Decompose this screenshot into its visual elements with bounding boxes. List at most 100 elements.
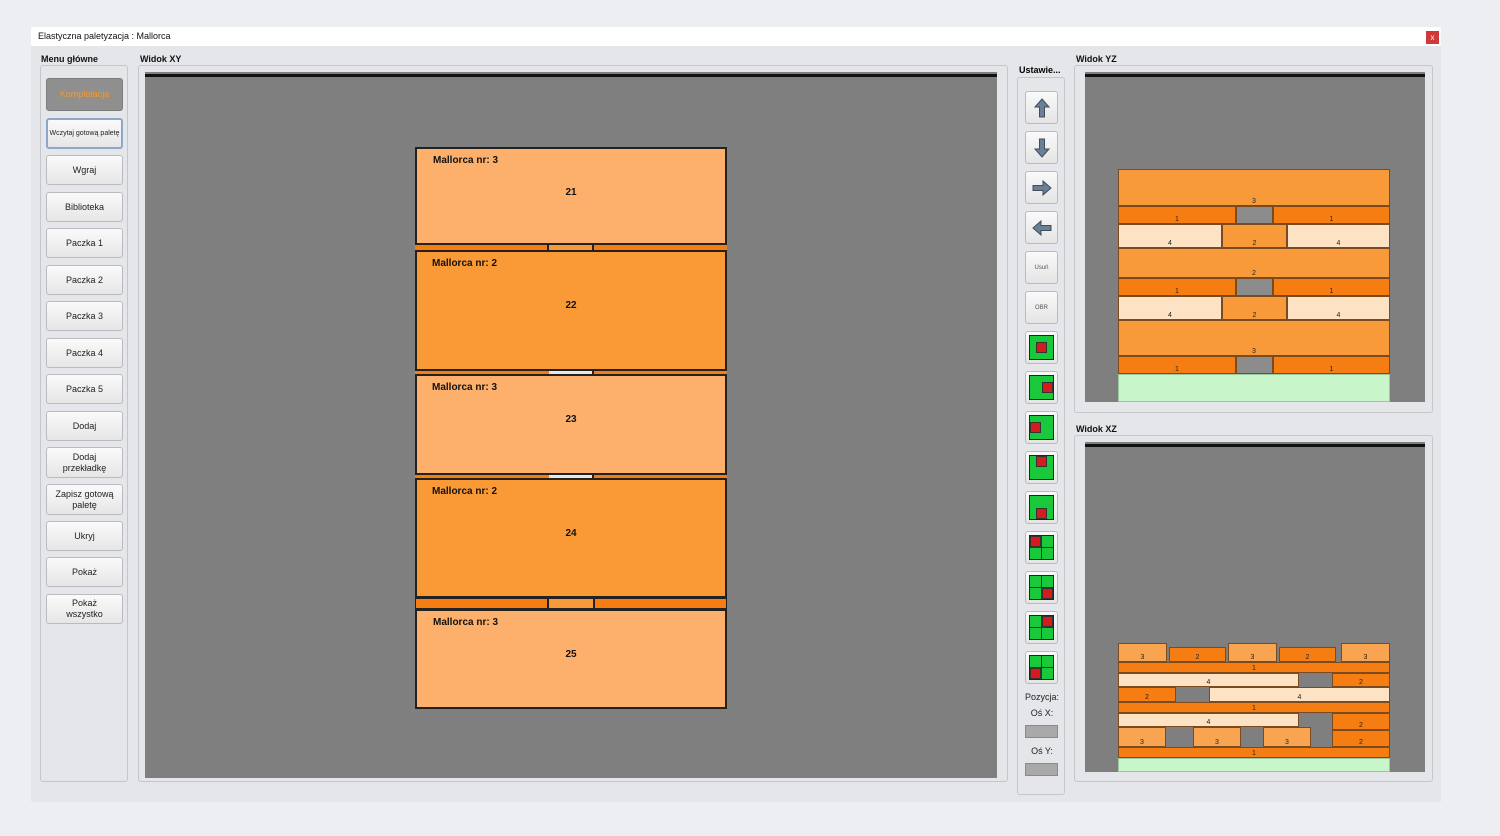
xz-block: 1 (1118, 662, 1390, 673)
yz-block: 1 (1118, 356, 1236, 374)
axis-y-label: Oś Y: (1031, 746, 1053, 756)
canvas-top-edge (145, 74, 997, 77)
xz-block: 4 (1118, 673, 1299, 687)
hide-button[interactable]: Ukryj (46, 521, 123, 551)
yz-block: 1 (1118, 206, 1236, 224)
package-row-22[interactable]: Mallorca nr: 2 22 (415, 250, 727, 371)
library-button[interactable]: Biblioteka (46, 192, 123, 222)
window-title: Elastyczna paletyzacja : Mallorca (38, 31, 171, 41)
show-all-button[interactable]: Pokaż wszystko (46, 594, 123, 624)
yz-block: 1 (1273, 278, 1390, 296)
yz-gap (1236, 206, 1273, 224)
package-number: 22 (565, 300, 577, 311)
show-button[interactable]: Pokaż (46, 557, 123, 587)
yz-block: 4 (1287, 296, 1390, 320)
add-button[interactable]: Dodaj (46, 411, 123, 441)
align-right-button[interactable] (1025, 371, 1058, 404)
package-name: Mallorca nr: 3 (433, 617, 499, 628)
axis-x-label: Oś X: (1030, 708, 1054, 718)
xz-block: 3 (1228, 643, 1277, 662)
package-row-24[interactable]: Mallorca nr: 2 24 (415, 478, 727, 598)
package-number: 23 (565, 414, 577, 425)
title-bar: Elastyczna paletyzacja : Mallorca x (31, 27, 1441, 46)
xz-block: 2 (1169, 647, 1226, 662)
quadrant-bottom-left-icon (1029, 655, 1054, 680)
move-right-button[interactable] (1025, 171, 1058, 204)
xz-view-canvas[interactable]: 3 2 3 2 3 1 4 2 2 4 1 4 2 3 3 3 2 1 (1085, 442, 1425, 772)
xz-block: 1 (1118, 702, 1390, 713)
close-button[interactable]: x (1426, 31, 1439, 44)
yz-block: 4 (1118, 296, 1222, 320)
align-center-button[interactable] (1025, 331, 1058, 364)
yz-block: 1 (1118, 278, 1236, 296)
yz-view-canvas[interactable]: 3 1 1 4 2 4 2 1 1 4 2 4 3 1 1 (1085, 72, 1425, 402)
upload-button[interactable]: Wgraj (46, 155, 123, 185)
xz-block: 2 (1332, 713, 1390, 730)
quadrant-top-left-button[interactable] (1025, 531, 1058, 564)
canvas-top-edge (1085, 444, 1425, 447)
yz-view-panel: 3 1 1 4 2 4 2 1 1 4 2 4 3 1 1 (1074, 65, 1433, 413)
separator-strip (415, 371, 727, 374)
align-left-button[interactable] (1025, 411, 1058, 444)
package-row-21[interactable]: Mallorca nr: 3 21 (415, 147, 727, 245)
separator-strip (415, 598, 727, 609)
xz-block: 2 (1279, 647, 1336, 662)
align-bottom-button[interactable] (1025, 491, 1058, 524)
xz-block: 2 (1332, 673, 1390, 687)
xz-view-panel: 3 2 3 2 3 1 4 2 2 4 1 4 2 3 3 3 2 1 (1074, 435, 1433, 782)
xz-view-label: Widok XZ (1076, 424, 1117, 434)
arrow-down-icon (1033, 138, 1050, 158)
pallet-base (1118, 758, 1390, 772)
axis-y-field[interactable] (1025, 763, 1058, 776)
yz-block: 2 (1118, 248, 1390, 278)
xy-view-canvas[interactable]: Mallorca nr: 3 21 Mallorca nr: 2 22 Mall… (145, 72, 997, 778)
rotate-button[interactable]: OBR (1025, 291, 1058, 324)
axis-x-field[interactable] (1025, 725, 1058, 738)
package-name: Mallorca nr: 3 (433, 155, 499, 166)
package-name: Mallorca nr: 2 (432, 486, 498, 497)
align-top-button[interactable] (1025, 451, 1058, 484)
quadrant-bottom-right-button[interactable] (1025, 571, 1058, 604)
package-row-23[interactable]: Mallorca nr: 3 23 (415, 374, 727, 475)
align-top-icon (1029, 455, 1054, 480)
package-1-button[interactable]: Paczka 1 (46, 228, 123, 258)
yz-block: 4 (1287, 224, 1390, 248)
load-pallet-button[interactable]: Wczytaj gotową paletę (46, 118, 123, 149)
align-bottom-icon (1029, 495, 1054, 520)
xy-view-label: Widok XY (140, 54, 182, 64)
package-number: 24 (565, 528, 577, 539)
move-down-button[interactable] (1025, 131, 1058, 164)
xz-block: 3 (1341, 643, 1390, 662)
add-separator-button[interactable]: Dodaj przekładkę (46, 447, 123, 478)
package-4-button[interactable]: Paczka 4 (46, 338, 123, 368)
delete-button[interactable]: Usuń (1025, 251, 1058, 284)
package-3-button[interactable]: Paczka 3 (46, 301, 123, 331)
xz-block: 4 (1118, 713, 1299, 727)
xz-block: 3 (1193, 727, 1241, 747)
settings-panel: Usuń OBR Pozycja: (1017, 77, 1065, 795)
package-5-button[interactable]: Paczka 5 (46, 374, 123, 404)
arrow-left-icon (1031, 219, 1051, 236)
yz-block: 1 (1273, 206, 1390, 224)
xz-block: 3 (1118, 727, 1166, 747)
quadrant-top-right-button[interactable] (1025, 611, 1058, 644)
yz-gap (1236, 278, 1273, 296)
kompletacja-button[interactable]: Kompletacja (46, 78, 123, 111)
move-left-button[interactable] (1025, 211, 1058, 244)
xz-block: 2 (1118, 687, 1176, 702)
yz-stack: 3 1 1 4 2 4 2 1 1 4 2 4 3 1 1 (1118, 169, 1390, 402)
package-name: Mallorca nr: 2 (432, 258, 498, 269)
move-up-button[interactable] (1025, 91, 1058, 124)
align-right-icon (1029, 375, 1054, 400)
arrow-up-icon (1033, 97, 1050, 117)
yz-block: 3 (1118, 320, 1390, 356)
package-2-button[interactable]: Paczka 2 (46, 265, 123, 295)
position-label: Pozycja: (1024, 692, 1059, 702)
package-row-25[interactable]: Mallorca nr: 3 25 (415, 609, 727, 709)
yz-gap (1236, 356, 1273, 374)
save-pallet-button[interactable]: Zapisz gotową paletę (46, 484, 123, 515)
quadrant-bottom-right-icon (1029, 575, 1054, 600)
quadrant-bottom-left-button[interactable] (1025, 651, 1058, 684)
quadrant-top-left-icon (1029, 535, 1054, 560)
xz-block: 1 (1118, 747, 1390, 758)
